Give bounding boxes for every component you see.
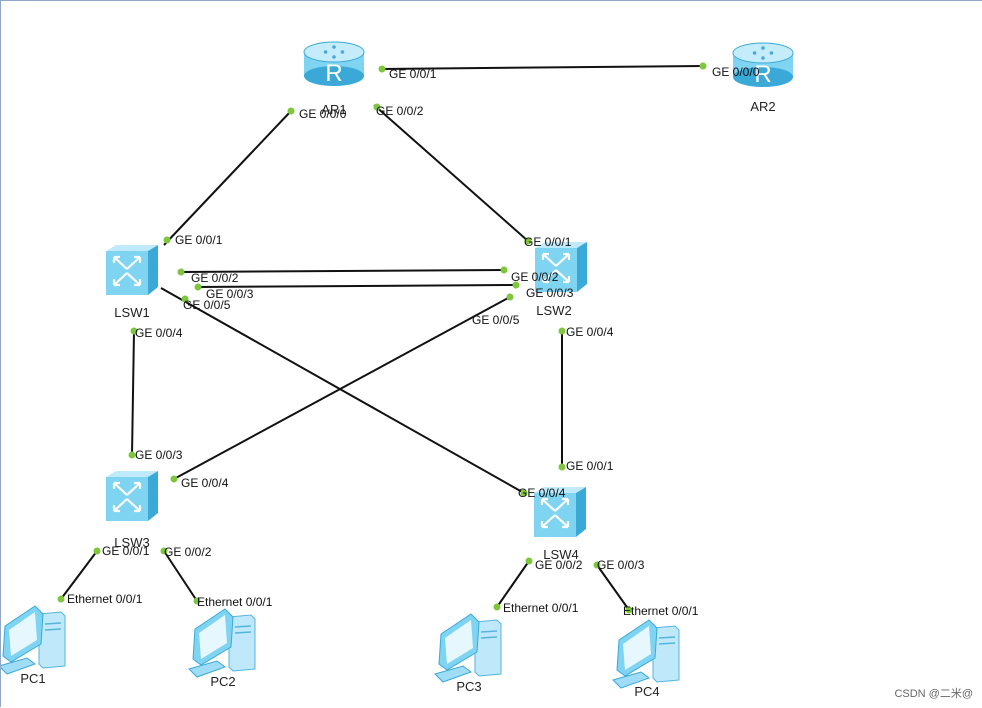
port-dot (500, 266, 508, 274)
port-dot (558, 327, 566, 335)
port-label: GE 0/0/4 (135, 326, 183, 340)
ar1-router-icon[interactable]: R (303, 41, 365, 87)
lsw1-lsw2-link[interactable] (180, 269, 505, 273)
device-label-lsw3: LSW3 (114, 535, 149, 550)
port-dot (593, 561, 601, 569)
pc1-pc-icon[interactable] (1, 605, 66, 675)
lsw3-pc2-link[interactable] (163, 550, 198, 602)
pc2-pc-icon[interactable] (188, 608, 256, 678)
port-label: Ethernet 0/0/1 (503, 601, 579, 615)
port-dot (194, 283, 202, 291)
port-label: GE 0/0/1 (389, 67, 437, 81)
port-label: GE 0/0/0 (712, 65, 760, 79)
lsw3-pc1-link[interactable] (60, 550, 98, 600)
device-label-lsw2: LSW2 (536, 303, 571, 318)
device-label-ar1: AR1 (321, 102, 346, 117)
port-dot (512, 281, 520, 289)
port-dot (181, 295, 189, 303)
device-label-pc2: PC2 (210, 674, 235, 689)
device-label-pc4: PC4 (634, 684, 659, 699)
port-dot (160, 547, 168, 555)
port-label: GE 0/0/1 (566, 459, 614, 473)
router-glyph: R (754, 61, 771, 88)
port-dot (163, 236, 171, 244)
lsw4-pc4-link[interactable] (596, 564, 630, 611)
ar1-ar2-link[interactable] (378, 65, 704, 70)
ar1-lsw1-link[interactable] (163, 110, 292, 246)
device-label-lsw4: LSW4 (543, 547, 578, 562)
port-label: GE 0/0/1 (524, 235, 572, 249)
port-label: Ethernet 0/0/1 (197, 595, 273, 609)
port-dot (193, 597, 201, 605)
port-dot (493, 603, 501, 611)
port-dot (699, 62, 707, 70)
port-label: GE 0/0/4 (518, 486, 566, 500)
port-label: GE 0/0/4 (566, 325, 614, 339)
port-label: GE 0/0/2 (535, 558, 583, 572)
router-glyph: R (325, 60, 342, 87)
lsw3-switch-icon[interactable] (106, 471, 158, 521)
port-dot (177, 268, 185, 276)
port-dot (287, 107, 295, 115)
lsw2-switch-icon[interactable] (535, 242, 587, 292)
lsw2-lsw3-link[interactable] (173, 296, 511, 480)
port-label: GE 0/0/5 (472, 313, 520, 327)
port-label: GE 0/0/4 (181, 476, 229, 490)
port-dot (524, 237, 532, 245)
port-dot (130, 327, 138, 335)
port-dot (128, 451, 136, 459)
port-dot (506, 293, 514, 301)
lsw1-lsw2-link[interactable] (195, 284, 517, 288)
port-dot (57, 595, 65, 603)
port-label: GE 0/0/1 (175, 233, 223, 247)
port-dot (525, 557, 533, 565)
port-label: GE 0/0/2 (164, 545, 212, 559)
ar2-router-icon[interactable]: R (732, 42, 794, 88)
watermark: CSDN @二米@ (894, 687, 973, 700)
pc4-pc-icon[interactable] (612, 619, 680, 689)
lsw4-switch-icon[interactable] (534, 487, 586, 537)
device-label-pc3: PC3 (456, 679, 481, 694)
device-label-lsw1: LSW1 (114, 305, 149, 320)
lsw1-switch-icon[interactable] (106, 245, 158, 295)
port-dot (373, 103, 381, 111)
ar1-lsw2-link[interactable] (373, 104, 529, 242)
port-label: GE 0/0/2 (511, 270, 559, 284)
port-label: GE 0/0/3 (526, 286, 574, 300)
port-label: GE 0/0/0 (299, 107, 347, 121)
lsw4-pc3-link[interactable] (496, 560, 530, 608)
port-dot (93, 547, 101, 555)
port-dot (520, 489, 528, 497)
pc3-pc-icon[interactable] (434, 613, 502, 683)
port-label: GE 0/0/2 (191, 271, 239, 285)
port-dot (170, 475, 178, 483)
port-dot (625, 606, 633, 614)
lsw1-lsw4-link[interactable] (160, 287, 525, 494)
port-dot (558, 463, 566, 471)
port-label: GE 0/0/3 (597, 558, 645, 572)
device-label-pc1: PC1 (20, 671, 45, 686)
port-dot (378, 65, 386, 73)
port-label: GE 0/0/3 (206, 287, 254, 301)
port-label: GE 0/0/5 (183, 298, 231, 312)
lsw1-lsw3-link[interactable] (131, 330, 135, 456)
port-label: GE 0/0/3 (135, 448, 183, 462)
port-label: GE 0/0/1 (102, 544, 150, 558)
device-label-ar2: AR2 (750, 99, 775, 114)
port-label: GE 0/0/2 (376, 104, 424, 118)
port-label: Ethernet 0/0/1 (67, 592, 143, 606)
port-label: Ethernet 0/0/1 (623, 604, 699, 618)
